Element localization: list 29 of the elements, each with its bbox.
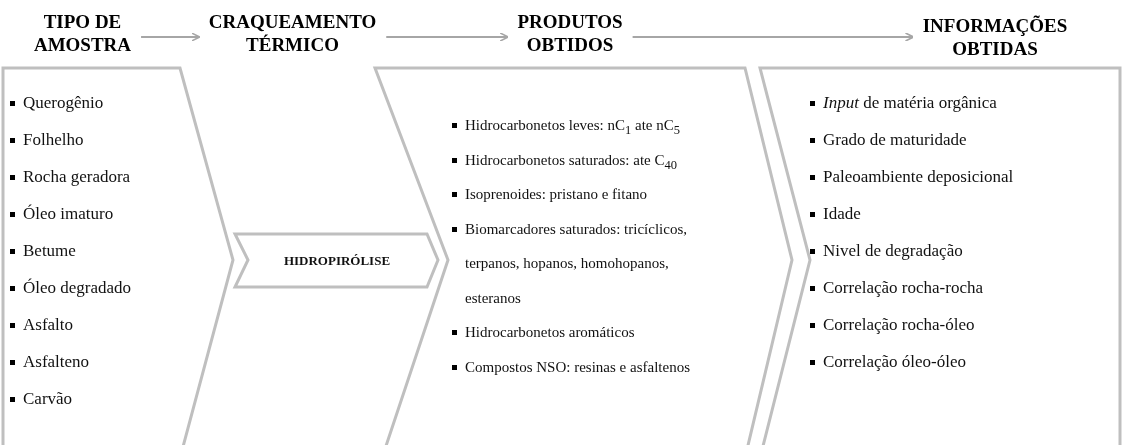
column-heading: INFORMAÇÕES OBTIDAS: [921, 14, 1069, 60]
column-heading: PRODUTOS OBTIDOS: [516, 10, 624, 56]
list-item: Isoprenoides: pristano e fitano: [452, 177, 697, 212]
column-heading: TIPO DE AMOSTRA: [32, 10, 133, 56]
list-item: Idade: [810, 195, 1123, 232]
arrow: [631, 32, 915, 42]
column-heading: CRAQUEAMENTO TÉRMICO: [207, 10, 378, 56]
list-item: Nivel de degradação: [810, 232, 1123, 269]
process-label: HIDROPIRÓLISE: [282, 251, 392, 270]
list-item: Correlação rocha-óleo: [810, 306, 1123, 343]
list-item: Input de matéria orgânica: [810, 84, 1123, 121]
list-item: Asfalteno: [10, 343, 223, 380]
list-item: Correlação rocha-rocha: [810, 269, 1123, 306]
list-item: Óleo imaturo: [10, 195, 223, 232]
list-item: Asfalto: [10, 306, 223, 343]
list-item: Folhelho: [10, 121, 223, 158]
arrow: [385, 32, 509, 42]
list-item: Querogênio: [10, 84, 223, 121]
list-item: Correlação óleo-óleo: [810, 343, 1123, 380]
list-item: Paleoambiente deposicional: [810, 158, 1123, 195]
list-item: Carvão: [10, 380, 223, 417]
list-item: Rocha geradora: [10, 158, 223, 195]
list-item: Hidrocarbonetos aromáticos: [452, 315, 697, 350]
arrow: [140, 32, 201, 42]
list-item: Betume: [10, 232, 223, 269]
list-item: Compostos NSO: resinas e asfaltenos: [452, 349, 697, 384]
list-item: Grado de maturidade: [810, 121, 1123, 158]
list-item: Óleo degradado: [10, 269, 223, 306]
list-item: Biomarcadores saturados: tricíclicos, terpanos, hopanos, homohopanos, esteranos: [452, 211, 697, 315]
